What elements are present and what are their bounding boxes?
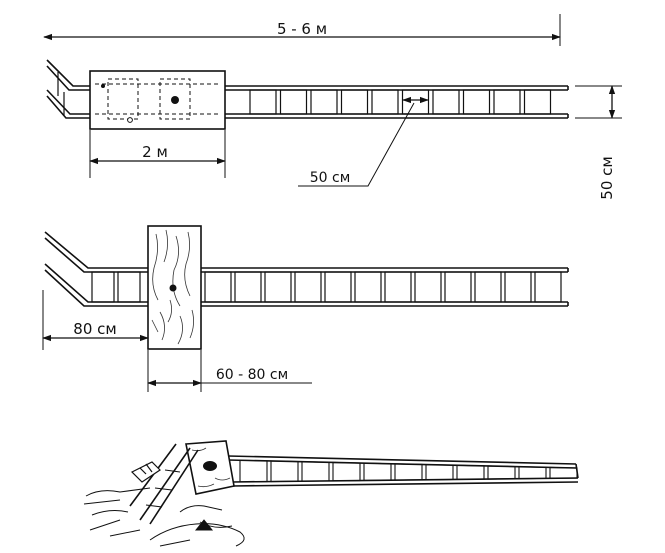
top-view-ladder-with-long-board: 5 - 6 м 2 м 50 cм [43, 14, 622, 200]
rung [425, 463, 454, 481]
rung [332, 461, 361, 482]
rung [249, 89, 277, 115]
ladder-rails-2 [44, 231, 569, 307]
rung [363, 462, 392, 482]
rung [340, 89, 369, 115]
board-width-label: 60 - 80 cм [216, 367, 288, 383]
rung [301, 461, 330, 482]
ladder-rungs-2 [91, 271, 562, 303]
top-view-ladder-with-cross-board: 80 cм 60 - 80 cм [42, 225, 569, 392]
board-offset-label: 80 cм [73, 320, 116, 338]
rung [384, 271, 412, 303]
rung [264, 271, 292, 303]
ladder-width-label: 50 cм [598, 156, 616, 199]
rung [487, 465, 516, 480]
ladder-rungs [57, 72, 552, 116]
rung [91, 271, 115, 303]
ladder-rails [46, 59, 569, 119]
bolt [171, 96, 179, 104]
rung [324, 271, 352, 303]
perspective-rungs [239, 459, 578, 483]
rung [444, 271, 472, 303]
bolt-2 [169, 284, 177, 292]
wood-grain [151, 229, 194, 345]
rung [310, 89, 338, 115]
hand-holding-ladder [130, 461, 161, 483]
perspective-rescue-illustration [83, 440, 579, 547]
perspective-wood-grain [191, 447, 231, 488]
rung [401, 89, 430, 115]
rung-spacing-label: 50 cм [310, 170, 351, 186]
rung [394, 463, 423, 481]
perspective-bolt [203, 461, 217, 471]
rung [462, 89, 491, 115]
hook-left-top [101, 84, 105, 88]
rung [117, 271, 141, 303]
rung [234, 271, 262, 303]
rung [523, 89, 552, 115]
rung [354, 271, 382, 303]
rung [414, 271, 442, 303]
rung [534, 271, 562, 303]
rung [239, 459, 268, 483]
hook-left-bottom [127, 117, 133, 123]
ice-and-water [83, 487, 245, 547]
rung-spacing-leader [298, 102, 415, 187]
rung [432, 89, 460, 115]
rung [371, 89, 399, 115]
rung [474, 271, 502, 303]
rung [493, 89, 521, 115]
rung [518, 466, 547, 480]
wooden-board [89, 70, 226, 130]
board-length-label: 2 м [142, 143, 168, 161]
rung [504, 271, 532, 303]
rung [549, 466, 578, 479]
board-hidden-rungs [95, 78, 220, 120]
rung [456, 464, 485, 480]
rung [279, 89, 308, 115]
rung [204, 271, 232, 303]
total-length-label: 5 - 6 м [277, 20, 327, 38]
rung [294, 271, 322, 303]
rung [270, 460, 299, 483]
